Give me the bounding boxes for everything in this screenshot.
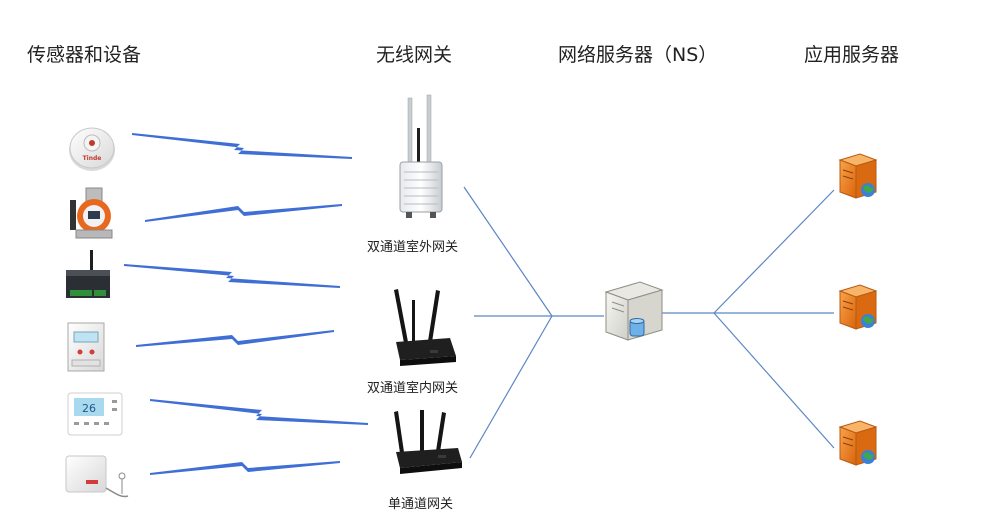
thermostat-panel-icon: 26 (67, 392, 123, 436)
heading-wireless-gateway: 无线网关 (376, 44, 453, 66)
heading-app-server: 应用服务器 (804, 44, 900, 66)
indoor-gateway-icon (394, 289, 456, 366)
caption-outdoor-gateway: 双通道室外网关 (367, 240, 459, 255)
wireless-link-3 (124, 264, 340, 288)
outdoor-gateway-icon (399, 94, 443, 218)
link-hub-app-server-3 (713, 312, 835, 449)
smoke-detector-brand: Tinde (83, 155, 102, 162)
caption-single-gateway: 单通道网关 (388, 497, 454, 512)
single-gateway-icon (394, 410, 462, 474)
wireless-links (124, 133, 368, 475)
wired-links (463, 186, 835, 459)
heading-sensors: 传感器和设备 (27, 44, 142, 66)
din-rail-meter-icon (67, 322, 105, 372)
link-outdoor-gateway-ns (463, 186, 553, 317)
link-single-gateway-ns (469, 315, 553, 459)
dtu-module-icon (66, 250, 110, 298)
smoke-detector-icon: Tinde (69, 127, 115, 171)
link-hub-app-server-1 (713, 189, 835, 314)
wireless-link-1 (132, 133, 352, 159)
gas-detector-icon (70, 187, 113, 239)
network-server-icon (604, 281, 664, 341)
heading-network-server: 网络服务器（NS） (558, 44, 718, 66)
wireless-link-5 (150, 399, 368, 425)
temperature-sensor-icon (65, 455, 129, 498)
thermostat-display-value: 26 (82, 402, 96, 415)
wireless-link-6 (150, 461, 340, 475)
app-server-icon (838, 420, 878, 466)
wireless-link-2 (145, 204, 342, 222)
app-server-icon (838, 153, 878, 199)
wireless-link-4 (136, 330, 334, 347)
app-server-icon (838, 284, 878, 330)
caption-indoor-gateway: 双通道室内网关 (367, 381, 459, 396)
